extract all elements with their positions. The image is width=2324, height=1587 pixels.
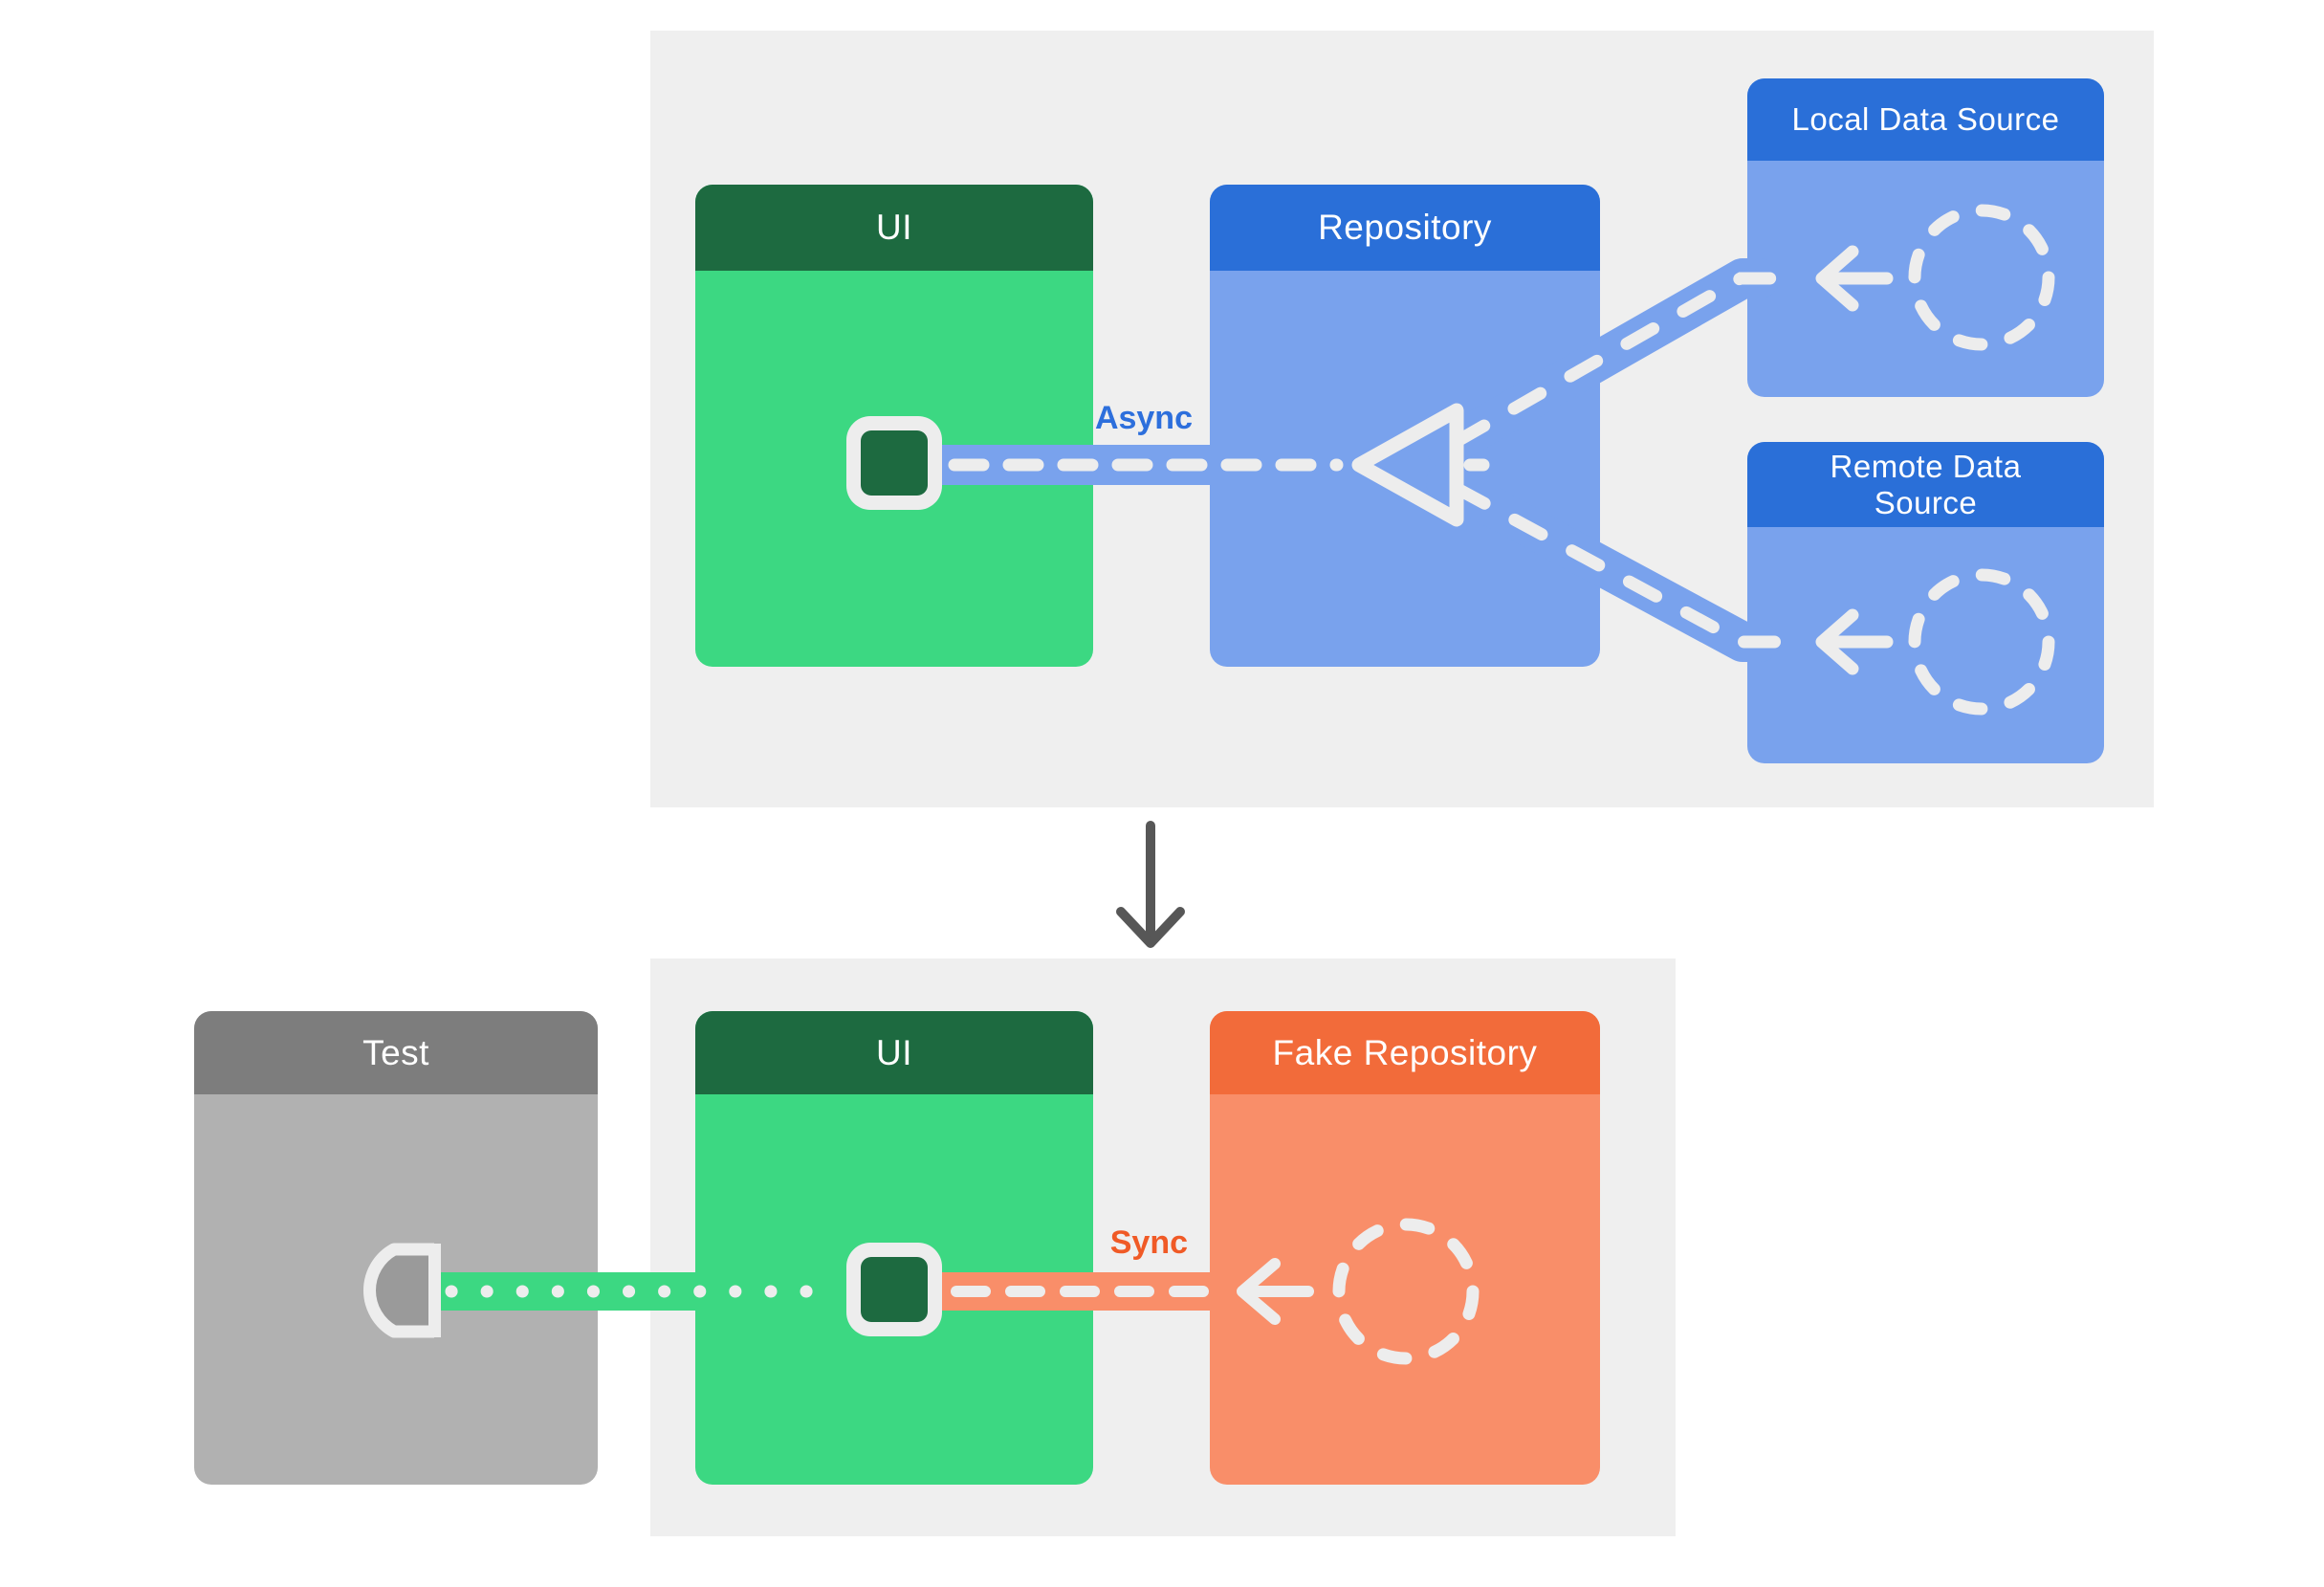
fake-repository-label: Fake Repository <box>1272 1032 1538 1072</box>
remote-data-source-label-line2: Source <box>1874 484 1978 520</box>
repository-box-header: Repository <box>1210 185 1600 271</box>
sync-label: Sync <box>1109 1224 1188 1261</box>
ui-box-test-header: UI <box>695 1011 1093 1094</box>
ui-box-label: UI <box>876 208 912 247</box>
test-box-label: Test <box>362 1032 429 1072</box>
fake-repository-box: Fake Repository <box>1210 1011 1600 1485</box>
test-box: Test <box>194 1011 598 1485</box>
repository-box-label: Repository <box>1318 208 1492 247</box>
ui-box-test-label: UI <box>876 1032 912 1072</box>
repository-box: Repository <box>1210 185 1600 667</box>
remote-data-source-label-line1: Remote Data <box>1830 448 2022 484</box>
async-label: Async <box>1094 400 1193 436</box>
local-data-source-box: Local Data Source <box>1747 78 2104 397</box>
fake-repository-header: Fake Repository <box>1210 1011 1600 1094</box>
ui-box-header: UI <box>695 185 1093 271</box>
remote-data-source-box: Remote Data Source <box>1747 442 2104 763</box>
down-arrow-icon <box>1116 821 1185 948</box>
local-data-source-header: Local Data Source <box>1747 78 2104 161</box>
test-box-header: Test <box>194 1011 598 1094</box>
remote-data-source-header: Remote Data Source <box>1747 442 2104 527</box>
ui-box-production: UI <box>695 185 1093 667</box>
local-data-source-label: Local Data Source <box>1791 101 2060 137</box>
